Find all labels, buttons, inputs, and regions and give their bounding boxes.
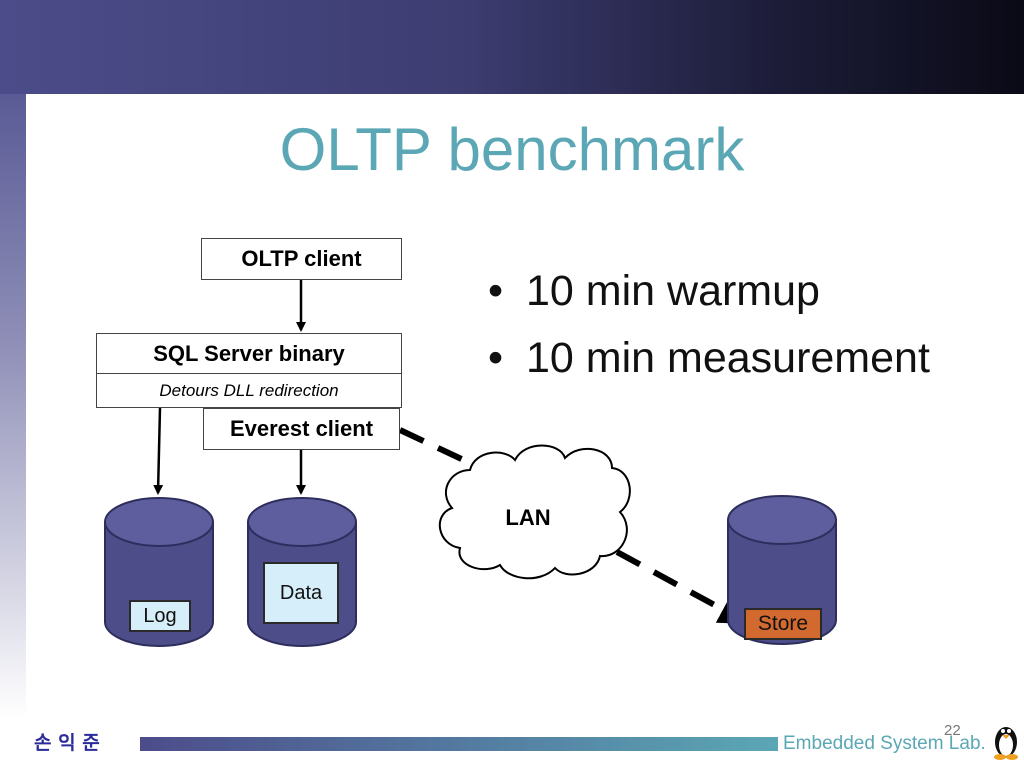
bullet-dot: • [488, 267, 504, 315]
detours-dll-box: Detours DLL redirection [96, 373, 402, 408]
sql-server-binary-box: SQL Server binary [96, 333, 402, 375]
penguin-logo-icon [994, 727, 1018, 760]
dashed-lan-to-store [615, 549, 750, 624]
oltp-client-box: OLTP client [201, 238, 402, 280]
bullet-item: • 10 min measurement [488, 325, 930, 392]
footer-bar [140, 737, 778, 751]
page-number: 22 [944, 722, 961, 739]
store-label: Store [744, 608, 822, 640]
data-note: Data [263, 562, 339, 624]
bullet-dot: • [488, 334, 504, 382]
left-band [0, 94, 26, 718]
header-band [0, 0, 1024, 94]
footer-author: 손 익 준 [34, 732, 100, 754]
lan-label: LAN [505, 505, 551, 530]
log-note: Log [129, 600, 191, 632]
lan-cloud [438, 444, 631, 580]
bullet-item: • 10 min warmup [488, 258, 930, 325]
slide-title: OLTP benchmark [279, 116, 745, 183]
bullet-text: 10 min warmup [526, 267, 820, 315]
dashed-everest-to-lan [398, 427, 472, 466]
bullet-text: 10 min measurement [526, 334, 930, 382]
footer-lab-name: Embedded System Lab. [783, 733, 986, 754]
everest-client-box: Everest client [203, 408, 400, 450]
arrow-sql-to-log [153, 407, 164, 495]
bullet-list: • 10 min warmup • 10 min measurement [488, 258, 930, 392]
